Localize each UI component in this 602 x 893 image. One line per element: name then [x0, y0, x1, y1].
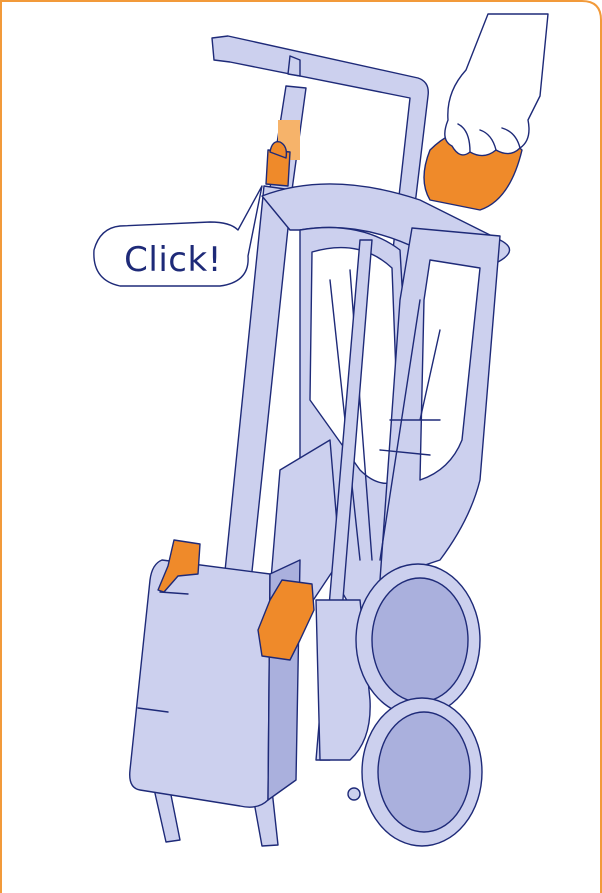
- click-callout-text: Click!: [98, 232, 248, 288]
- handlebar-grip: [288, 56, 300, 76]
- hand: [445, 14, 548, 156]
- rear-wheel-top: [356, 564, 480, 716]
- rear-wheel-bottom: [362, 698, 482, 846]
- brake-knob: [348, 788, 360, 800]
- basket: [130, 560, 270, 807]
